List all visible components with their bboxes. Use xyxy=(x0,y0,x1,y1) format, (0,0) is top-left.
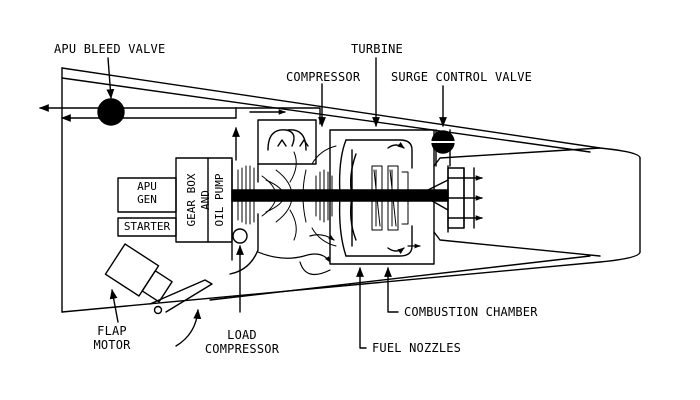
leader-lines xyxy=(109,57,399,349)
bleed-valve-icon xyxy=(97,98,125,126)
bleed-duct xyxy=(39,104,321,125)
fuel-nozzles-label: FUEL NOZZLES xyxy=(372,341,462,355)
surge-control-valve xyxy=(430,85,456,167)
apu-gen-line2: GEN xyxy=(137,193,157,206)
flap-motor-line1: FLAP xyxy=(97,324,127,338)
flap-motor-assembly xyxy=(104,243,213,315)
apu-gen-line1: APU xyxy=(137,180,157,193)
flow-arrows xyxy=(257,234,421,276)
turbine-label: TURBINE xyxy=(351,42,403,56)
load-compressor-wheel xyxy=(237,151,297,241)
oil-pump-icon xyxy=(232,228,248,244)
apu-gen-label: APU GEN xyxy=(118,180,176,206)
turbine-wheels xyxy=(371,165,409,231)
flap-motor-label: FLAP MOTOR xyxy=(84,324,140,352)
oil-pump-label: OIL PUMP xyxy=(213,173,226,227)
load-compressor-label: LOAD COMPRESSOR xyxy=(200,328,284,356)
load-compressor-line1: LOAD xyxy=(227,328,257,342)
gear-box-label: GEAR BOX xyxy=(185,173,198,227)
combustion-chamber-label: COMBUSTION CHAMBER xyxy=(404,305,538,319)
exhaust xyxy=(419,147,601,257)
apu-bleed-valve-label: APU BLEED VALVE xyxy=(54,42,166,56)
flap-motor-line2: MOTOR xyxy=(93,338,131,352)
surge-control-valve-label: SURGE CONTROL VALVE xyxy=(391,70,533,84)
starter-label: STARTER xyxy=(123,220,171,233)
load-compressor-line2: COMPRESSOR xyxy=(204,342,280,356)
compressor-label: COMPRESSOR xyxy=(286,70,361,84)
power-compressor-wheel xyxy=(302,145,337,247)
and-label: AND xyxy=(199,190,212,210)
